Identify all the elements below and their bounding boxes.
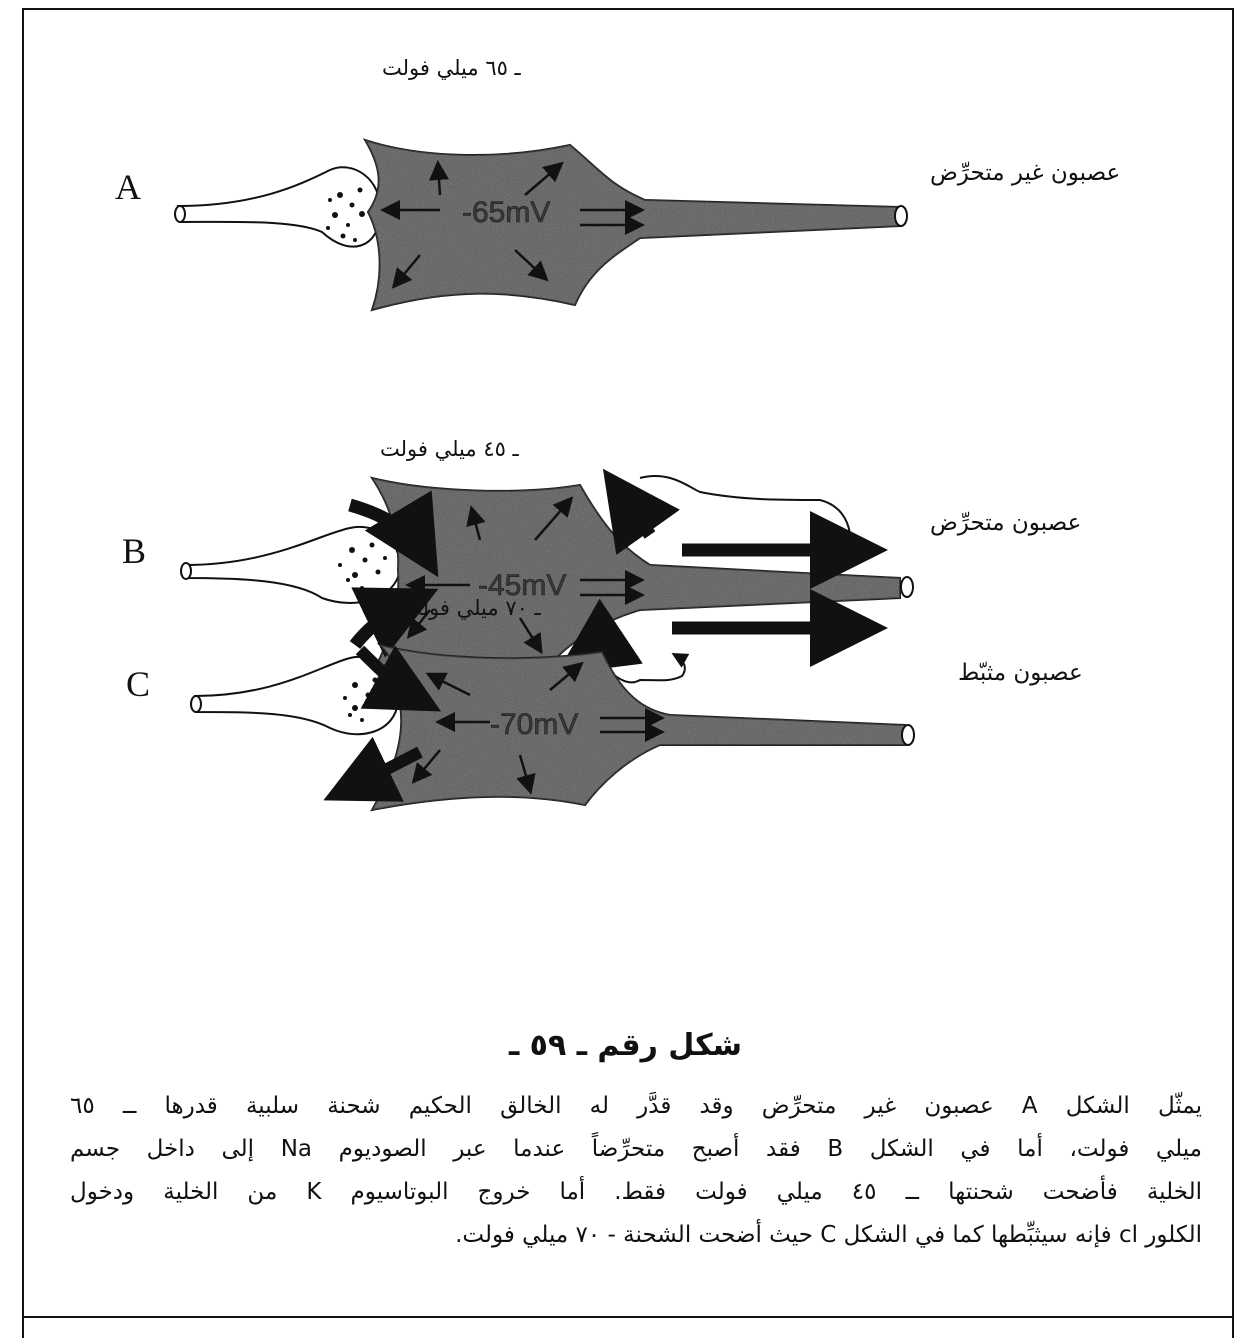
bottom-rule	[22, 1316, 1234, 1318]
mv-label-b: ـ ٤٥ ميلي فولت	[380, 437, 519, 461]
neuron-a: -65mV	[175, 140, 907, 310]
neuron-c: -70mV	[191, 645, 914, 810]
letter-a: A	[115, 166, 141, 208]
bracket-bottom-b	[610, 655, 685, 682]
figure-title: شكل رقم ـ ٥٩ ـ	[0, 1028, 1251, 1063]
bracket-top-b	[640, 476, 850, 534]
mv-label-a: ـ ٦٥ ميلي فولت	[382, 56, 521, 80]
inner-mv-c: -70mV	[490, 708, 578, 741]
mv-label-c: ـ ٧٠ ميلي فولت	[402, 596, 541, 620]
letter-c: C	[126, 663, 150, 705]
caption: يمثّل الشكل A عصبون غير متحرِّض وقد قدَّ…	[70, 1085, 1202, 1257]
caption-line: يمثّل الشكل A عصبون غير متحرِّض وقد قدَّ…	[70, 1085, 1202, 1128]
caption-line: ميلي فولت، أما في الشكل B فقد أصبح متحرِ…	[70, 1128, 1202, 1171]
state-label-c: عصبون مثبّط	[958, 660, 1083, 686]
caption-line: الخلية فأضحت شحنتها ــ ٤٥ ميلي فولت فقط.…	[70, 1171, 1202, 1214]
presynaptic-terminal-b	[185, 527, 400, 603]
state-label-b: عصبون متحرِّض	[930, 510, 1081, 536]
presynaptic-terminal-a	[178, 167, 380, 246]
neuron-b: -45mV	[181, 476, 913, 682]
caption-line: الكلور cl فإنه سيثبِّطها كما في الشكل C …	[70, 1214, 1202, 1257]
inner-mv-a: -65mV	[462, 196, 550, 229]
letter-b: B	[122, 530, 146, 572]
state-label-a: عصبون غير متحرِّض	[930, 160, 1120, 186]
